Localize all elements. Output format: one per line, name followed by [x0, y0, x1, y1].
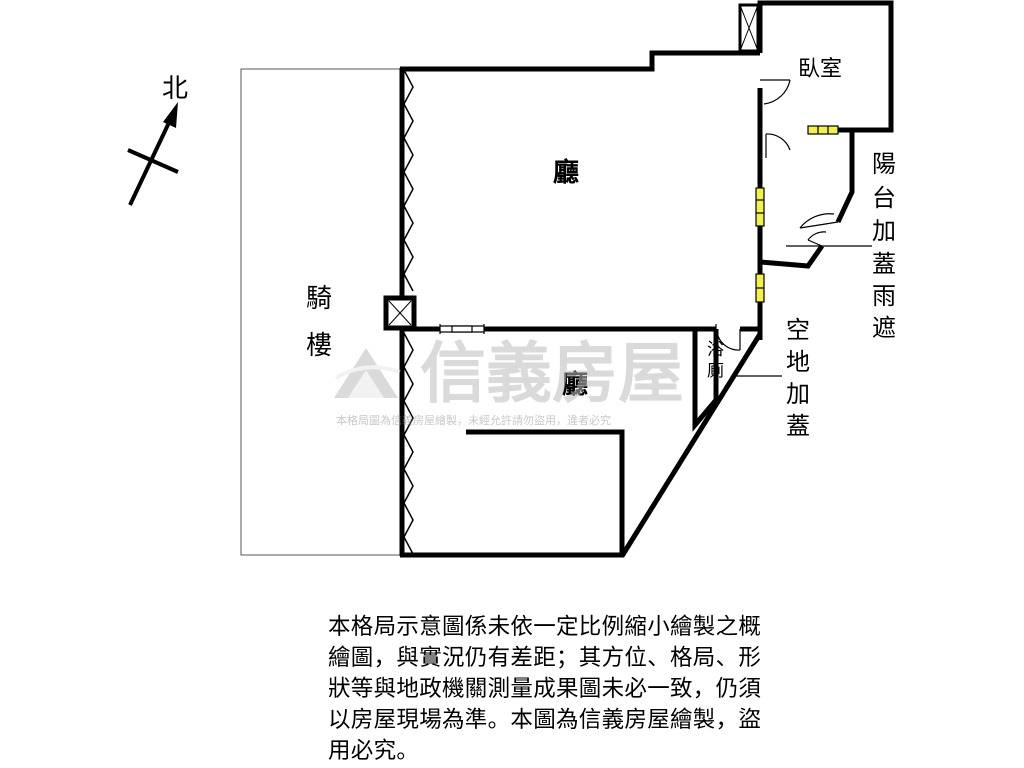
disclaimer-line: 狀等與地政機關測量成果圖未必一致，仍須 — [328, 676, 762, 702]
disclaimer-line: 本格局示意圖係未依一定比例縮小繪製之概 — [328, 614, 762, 640]
arcade-label-1: 騎 — [306, 284, 332, 314]
arcade-label-2: 樓 — [306, 331, 332, 361]
living-room-lower-label: 廳 — [562, 369, 588, 400]
shaft-box — [738, 3, 760, 53]
window — [755, 187, 765, 227]
living-room-upper-label: 廳 — [553, 157, 579, 188]
balcony-char: 加 — [872, 217, 896, 245]
north-compass: 北 — [127, 74, 188, 206]
watermark: 信義房屋 本格局圖為信義房屋繪製，未經允許請勿盜用，違者必究 — [334, 335, 684, 427]
balcony-char: 陽 — [872, 150, 896, 178]
column — [383, 295, 417, 331]
balcony-char: 遮 — [872, 314, 896, 342]
bath-label-2: 廁 — [707, 360, 724, 381]
watermark-logo-icon — [334, 348, 401, 398]
open-space-char: 空 — [786, 316, 810, 344]
disclaimer-line: 以房屋現場為準。本圖為信義房屋繪製，盜 — [328, 707, 762, 733]
open-space-char: 加 — [786, 380, 810, 408]
storefront-zigzag — [403, 69, 414, 555]
balcony-char: 蓋 — [872, 250, 896, 278]
open-space-char: 蓋 — [786, 412, 810, 440]
disclaimer: 本格局示意圖係未依一定比例縮小繪製之概 繪圖，與實況仍有差距；其方位、格局、形 … — [328, 612, 843, 767]
balcony-callout: 陽 台 加 蓋 雨 遮 — [872, 150, 896, 342]
balcony-char: 台 — [872, 184, 896, 212]
windows — [755, 125, 839, 303]
disclaimer-line: 用必究。 — [328, 738, 420, 764]
open-space-char: 地 — [786, 348, 810, 376]
north-label: 北 — [162, 74, 188, 104]
disclaimer-line: 繪圖，與實況仍有差距；其方位、格局、形 — [328, 645, 762, 671]
sliding-opening — [439, 324, 485, 334]
callout-lines — [732, 245, 872, 377]
watermark-notice: 本格局圖為信義房屋繪製，未經允許請勿盜用，違者必究 — [336, 413, 611, 427]
window — [807, 125, 839, 135]
balcony-char: 雨 — [872, 282, 896, 310]
watermark-brand: 信義房屋 — [420, 335, 684, 412]
doors — [715, 79, 839, 351]
bedroom-label: 臥室 — [798, 57, 842, 82]
bath-label-1: 浴 — [707, 340, 724, 360]
open-space-callout: 空 地 加 蓋 — [786, 316, 810, 440]
walls — [399, 0, 894, 558]
